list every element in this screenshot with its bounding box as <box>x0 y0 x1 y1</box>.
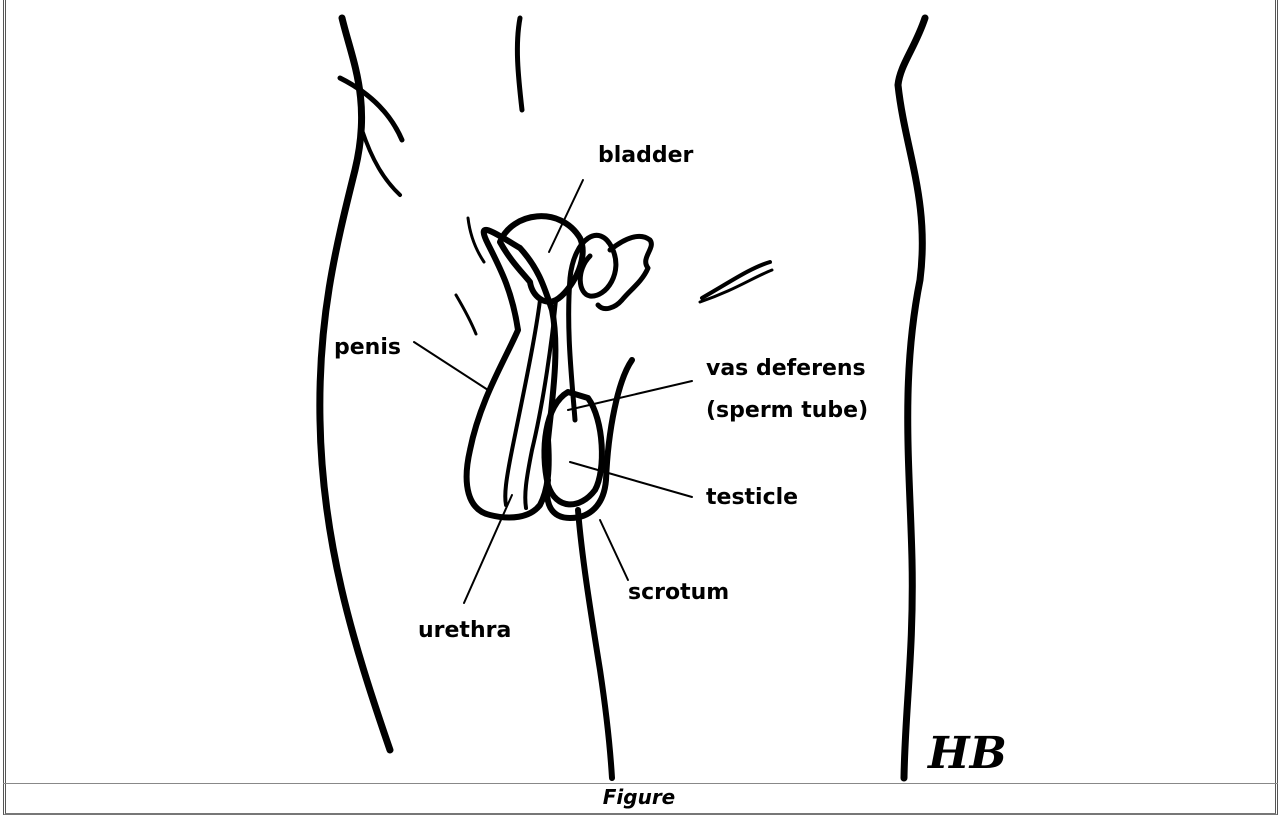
inner-leg-line <box>578 510 612 778</box>
label-vas-deferens-line2: (sperm tube) <box>706 398 868 423</box>
urethra-leader <box>464 495 512 603</box>
center-navel-line <box>517 18 522 110</box>
figure-caption: Figure <box>0 785 1278 809</box>
label-urethra: urethra <box>418 618 511 643</box>
penis-leader <box>414 342 488 390</box>
left-small-stroke-2 <box>468 218 484 262</box>
right-thigh-stroke <box>702 262 770 298</box>
urethra-tube <box>505 300 540 505</box>
left-small-stroke <box>456 295 476 334</box>
caption-divider <box>3 783 1278 784</box>
scrotum-leader <box>600 520 628 580</box>
seminal-vesicle <box>598 236 651 308</box>
label-penis: penis <box>334 335 401 360</box>
label-vas-deferens-line1: vas deferens <box>706 356 866 381</box>
testicle-leader <box>570 462 692 497</box>
right-body-contour <box>898 18 925 778</box>
left-hip-stroke-2 <box>362 130 400 195</box>
artist-signature: HB <box>926 728 1007 779</box>
label-bladder: bladder <box>598 143 694 168</box>
left-body-contour <box>320 18 390 750</box>
label-testicle: testicle <box>706 485 798 510</box>
right-thigh-stroke-2 <box>700 270 772 302</box>
left-hip-stroke <box>340 78 402 140</box>
anatomy-diagram: bladder penis vas deferens (sperm tube) … <box>0 0 1278 783</box>
penis-outer <box>467 230 556 518</box>
label-scrotum: scrotum <box>628 580 729 605</box>
